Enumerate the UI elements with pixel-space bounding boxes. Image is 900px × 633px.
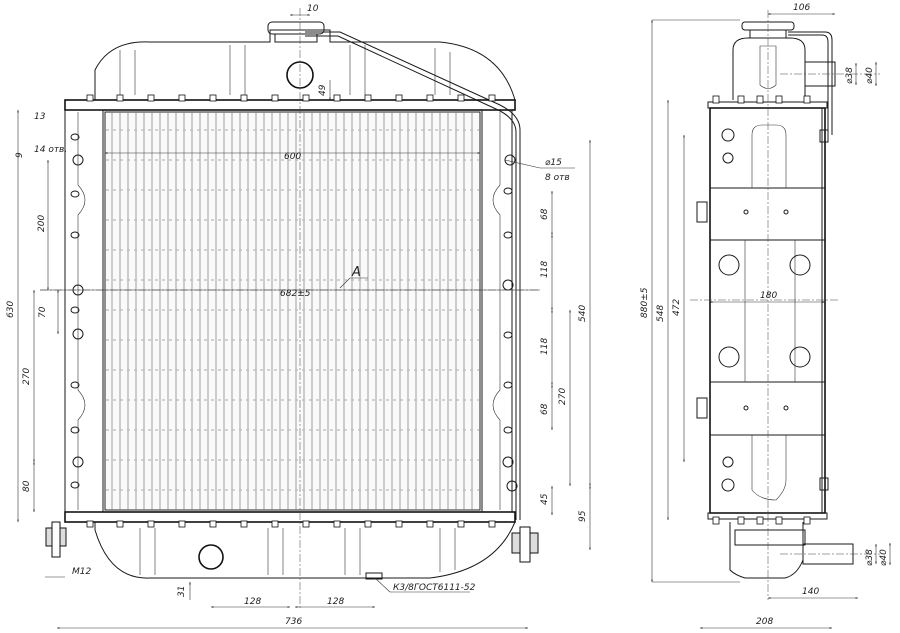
dim-filler-height: 49 <box>318 84 328 96</box>
dim-side-overall-depth: 208 <box>756 617 773 627</box>
right-rubber-mount <box>511 526 539 563</box>
side-body <box>709 107 826 514</box>
side-expansion-tank <box>732 37 806 100</box>
dim-right-95: 95 <box>578 510 588 522</box>
dim-overall-height-left: 630 <box>6 301 16 318</box>
dim-side-height-472: 472 <box>672 299 682 316</box>
dim-hole-dia: ⌀15 <box>545 158 562 168</box>
left-mount-holes <box>70 133 84 489</box>
dim-top-offset: 10 <box>307 4 319 14</box>
dim-left-70: 70 <box>38 306 48 318</box>
dim-core-width: 600 <box>284 152 301 162</box>
lower-outlet-circle <box>198 544 224 570</box>
dim-side-top-width: 106 <box>793 3 810 13</box>
right-side-frame <box>481 109 513 513</box>
side-lower-tank <box>729 522 804 579</box>
dim-overall-width-inner: 682±5 <box>280 289 311 299</box>
upper-tank <box>94 29 516 101</box>
dim-holes-left-count: 14 отв. <box>34 145 67 155</box>
bottom-plate <box>64 511 516 523</box>
side-dimension-lines <box>651 13 891 629</box>
right-mount-holes <box>502 154 518 492</box>
dim-side-height-548: 548 <box>656 305 666 322</box>
drain-note: К3/8ГОСТ6111-52 <box>393 583 476 593</box>
dim-side-pipe-inner-top: ⌀38 <box>845 67 855 84</box>
dim-right-45: 45 <box>540 493 550 505</box>
dim-holes-right-count: 8 отв <box>545 173 570 183</box>
dim-right-68-top: 68 <box>540 208 550 220</box>
dim-right-68-bottom: 68 <box>540 403 550 415</box>
front-dimension-lines <box>17 14 591 629</box>
radiator-core <box>104 111 481 511</box>
dim-side-pipe-outer-top: ⌀40 <box>865 67 875 84</box>
dim-hole-edge: 13 <box>34 112 46 122</box>
dim-overall-width: 736 <box>285 617 302 627</box>
core-fins <box>106 112 479 510</box>
dim-hole-offset: 9 <box>15 152 25 158</box>
dim-side-pipe-inner-bottom: ⌀38 <box>865 549 875 566</box>
front-view: 10 49 13 9 14 отв. 600 ⌀15 8 отв 200 70 … <box>6 4 591 629</box>
top-bolts <box>86 94 496 102</box>
bottom-bolts <box>86 520 496 528</box>
dim-right-118-top: 118 <box>540 261 550 278</box>
overflow-pipe <box>305 31 521 520</box>
dim-right-540: 540 <box>578 305 588 322</box>
dim-bottom-128-left: 128 <box>244 597 261 607</box>
dim-left-200: 200 <box>37 215 47 232</box>
dim-left-80: 80 <box>22 480 32 492</box>
section-label-A: A <box>351 265 361 280</box>
dim-side-overall-height: 880±5 <box>640 287 650 318</box>
dim-side-pipe-length: 140 <box>802 587 819 597</box>
dim-side-pipe-outer-bottom: ⌀40 <box>879 549 889 566</box>
lower-tank <box>94 521 516 579</box>
dim-bottom-128-right: 128 <box>327 597 344 607</box>
drain-plug <box>365 572 383 580</box>
side-view: 106 ⌀38 ⌀40 880±5 548 472 180 ⌀38 ⌀40 14… <box>640 3 891 629</box>
dim-side-inner-width: 180 <box>760 291 777 301</box>
dim-left-270: 270 <box>22 368 32 385</box>
thread-label: M12 <box>72 567 91 577</box>
left-side-frame <box>64 109 104 513</box>
dim-right-118-bottom: 118 <box>540 338 550 355</box>
side-holes <box>718 128 811 492</box>
top-plate <box>64 99 516 111</box>
left-rubber-mount <box>45 521 67 558</box>
dim-bottom-31: 31 <box>177 586 187 597</box>
dim-right-270: 270 <box>558 388 568 405</box>
